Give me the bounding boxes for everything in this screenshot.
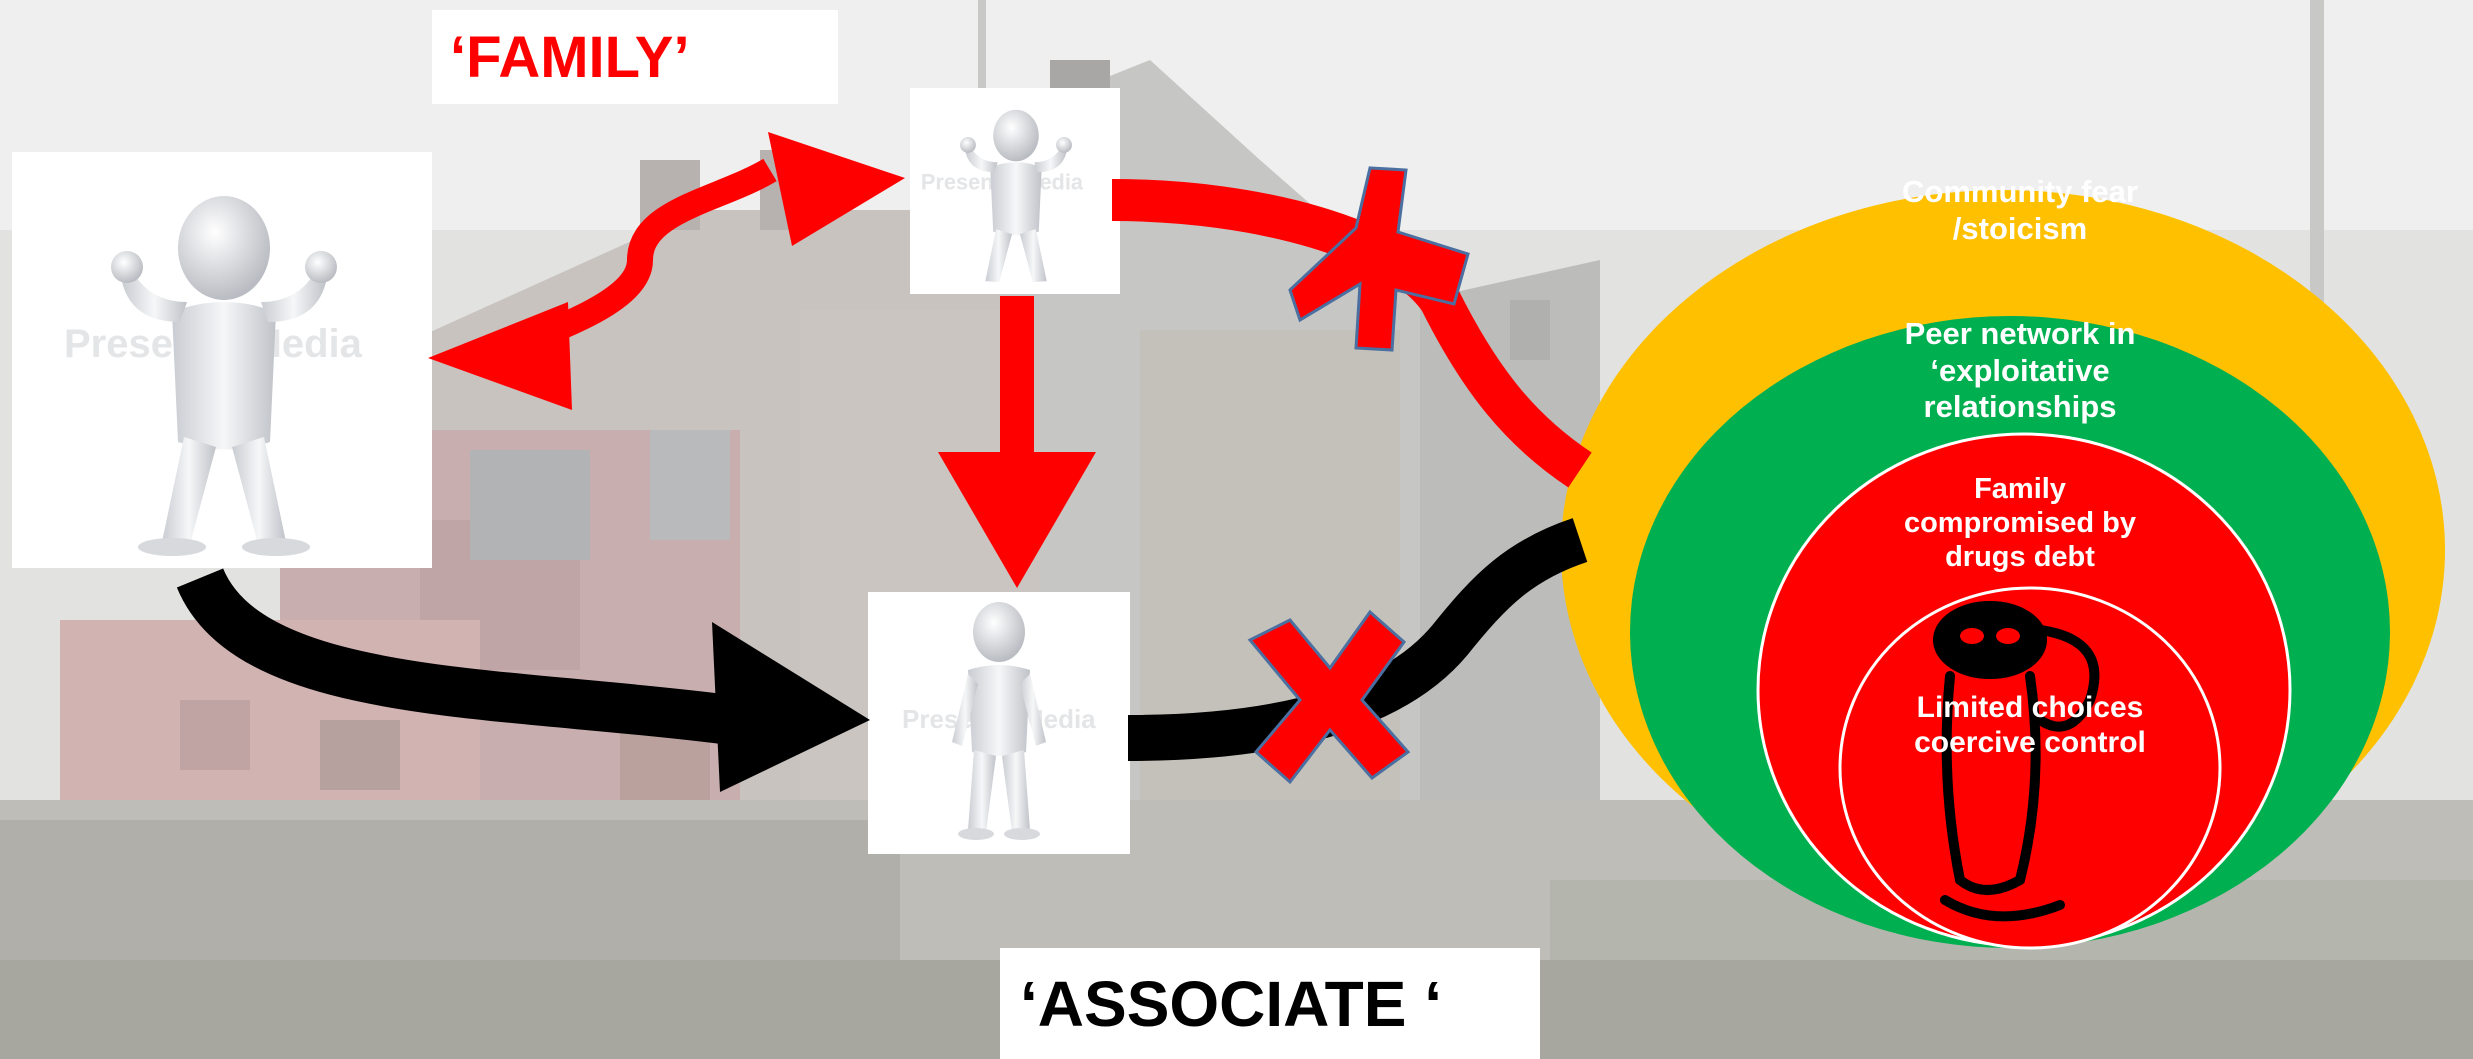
associate-label: ‘ASSOCIATE ‘ xyxy=(1020,967,1442,1041)
limited-choices-text: Limited choices coercive control xyxy=(1905,690,2155,761)
associate-label-box: ‘ASSOCIATE ‘ xyxy=(1000,948,1540,1059)
family-double-arrow-head-left xyxy=(428,302,572,410)
family-compromised-text: Family compromised by drugs debt xyxy=(1880,472,2160,575)
community-text: Community fear /stoicism xyxy=(1850,174,2190,247)
peer-network-text: Peer network in ‘exploitative relationsh… xyxy=(1830,316,2210,426)
downward-arrow-shaft xyxy=(1000,296,1034,456)
large-to-associate-arrow xyxy=(200,578,730,720)
large-to-associate-arrow-head xyxy=(712,622,870,792)
family-double-arrow-head-right xyxy=(768,132,905,246)
downward-arrow-head xyxy=(938,452,1096,588)
